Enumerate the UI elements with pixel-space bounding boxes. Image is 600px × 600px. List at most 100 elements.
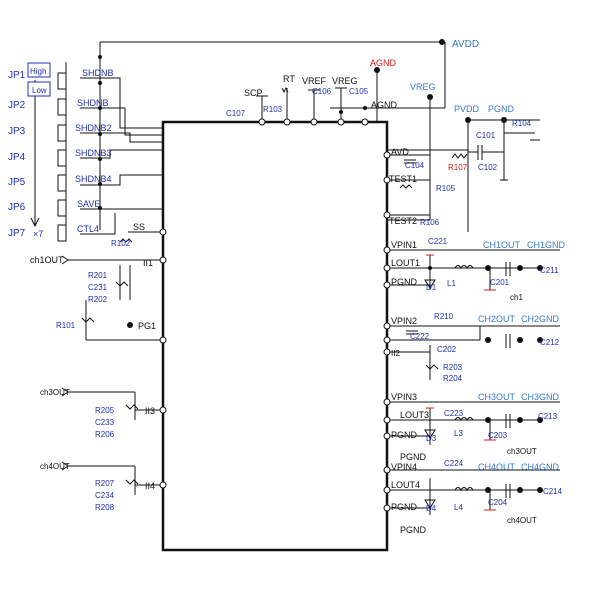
- vreg-label-right: VREG: [410, 82, 436, 92]
- pvdd-label: PVDD: [454, 104, 480, 114]
- c102-label: C102: [478, 163, 498, 172]
- r106-label: R106: [420, 218, 440, 227]
- ch1out-input-label: ch1OUT: [30, 255, 64, 265]
- c233-label: C233: [95, 418, 115, 427]
- pvdd-rail: [387, 117, 540, 232]
- l1-label: L1: [447, 279, 456, 288]
- jp1-label: JP1: [8, 70, 26, 81]
- c203-label: C203: [488, 431, 508, 440]
- ch2-network: [383, 322, 560, 380]
- pgnd1-label: PGND: [391, 277, 418, 287]
- rt-pin-label: RT: [283, 74, 295, 84]
- jp4-label: JP4: [8, 152, 26, 163]
- net-save: SAVE: [77, 199, 100, 209]
- d1-label: D1: [426, 283, 437, 292]
- d3-label: D3: [426, 434, 437, 443]
- ch3out-sense-label: ch3OUT: [507, 447, 537, 456]
- pgnd4-label: PGND: [391, 502, 418, 512]
- vpin2-label: VPIN2: [391, 316, 417, 326]
- left-network: [61, 228, 167, 495]
- r203-label: R203: [443, 363, 463, 372]
- r103-label: R103: [263, 105, 283, 114]
- c231-label: C231: [88, 283, 108, 292]
- ii3-label: II3: [145, 406, 155, 416]
- jumper-count: ×7: [33, 229, 43, 239]
- vpin1-label: VPIN1: [391, 240, 417, 250]
- vpin3-label: VPIN3: [391, 392, 417, 402]
- pg1-label: PG1: [138, 321, 156, 331]
- jumper-block: [27, 62, 51, 228]
- ch2out-label: CH2OUT: [478, 314, 516, 324]
- r205-label: R205: [95, 406, 115, 415]
- lout1-label: LOUT1: [391, 258, 420, 268]
- c211-label: C211: [540, 266, 559, 275]
- net-shdnb-2: SHDNB: [77, 98, 109, 108]
- r101-label: R101: [56, 321, 76, 330]
- agnd-pin-label: AGND: [371, 100, 398, 110]
- agnd-label: AGND: [370, 58, 397, 68]
- l4-label: L4: [454, 503, 463, 512]
- pgnd-top-label: PGND: [488, 104, 515, 114]
- r102-label: R102: [111, 239, 131, 248]
- net-ctl4: CTL4: [77, 224, 99, 234]
- c213-label: C213: [538, 412, 558, 421]
- ch2gnd-label: CH2GND: [521, 314, 560, 324]
- vref-pin-label: VREF: [302, 76, 327, 86]
- c223-label: C223: [444, 409, 464, 418]
- c201-label: C201: [490, 278, 510, 287]
- net-shdnb4: SHDNB4: [75, 174, 112, 184]
- c106-label: C106: [312, 87, 332, 96]
- ch4out-input-label: ch4OUT: [40, 462, 70, 471]
- jp3-label: JP3: [8, 126, 26, 137]
- net-shdnb2: SHDNB2: [75, 123, 112, 133]
- c214-label: C214: [543, 487, 563, 496]
- c202-label: C202: [437, 345, 457, 354]
- c224-label: C224: [444, 459, 464, 468]
- c221-label: C221: [428, 237, 448, 246]
- net-shdnb3: SHDNB3: [75, 148, 112, 158]
- scp-pin-label: SCP: [244, 88, 263, 98]
- vreg-node: [387, 94, 433, 221]
- test2-label: TEST2: [389, 216, 417, 226]
- pgnd4b-label: PGND: [400, 525, 427, 535]
- pgnd3-label: PGND: [391, 430, 418, 440]
- r202-label: R202: [88, 295, 108, 304]
- net-shdnb-1: SHDNB: [82, 68, 114, 78]
- ss-label: SS: [133, 222, 145, 232]
- ic-body: [161, 120, 389, 552]
- top-pin-network: [256, 86, 377, 126]
- ch1-label: ch1: [510, 293, 523, 302]
- r104-label: R104: [512, 119, 532, 128]
- d4-label: D4: [426, 504, 437, 513]
- ch3out-label: CH3OUT: [478, 392, 516, 402]
- avd-label: AVD: [391, 147, 409, 157]
- c101-label: C101: [476, 131, 496, 140]
- jp6-label: JP6: [8, 202, 26, 213]
- r210-label: R210: [434, 312, 454, 321]
- ch4out-label: CH4OUT: [478, 462, 516, 472]
- vpin4-label: VPIN4: [391, 462, 417, 472]
- lout3-label: LOUT3: [400, 410, 429, 420]
- ch3-network: [383, 398, 560, 445]
- r105-label: R105: [436, 184, 456, 193]
- r201-label: R201: [88, 271, 108, 280]
- jumper-nets: [57, 55, 163, 242]
- avdd-rail: [99, 39, 446, 109]
- c105-label: C105: [349, 87, 369, 96]
- agnd-node: [374, 67, 380, 122]
- r207-label: R207: [95, 479, 115, 488]
- c234-label: C234: [95, 491, 115, 500]
- c212-label: C212: [540, 338, 560, 347]
- test1-label: TEST1: [389, 174, 417, 184]
- jp7-label: JP7: [8, 228, 26, 239]
- ii1-label: II1: [143, 258, 153, 268]
- r107-label: R107: [448, 163, 468, 172]
- r204-label: R204: [443, 374, 463, 383]
- ii4-label: II4: [145, 481, 155, 491]
- l3-label: L3: [454, 429, 463, 438]
- ch1-network: [383, 246, 560, 291]
- vreg-pin-label: VREG: [332, 76, 358, 86]
- avdd-label: AVDD: [452, 39, 479, 50]
- ch4gnd-label: CH4GND: [521, 462, 560, 472]
